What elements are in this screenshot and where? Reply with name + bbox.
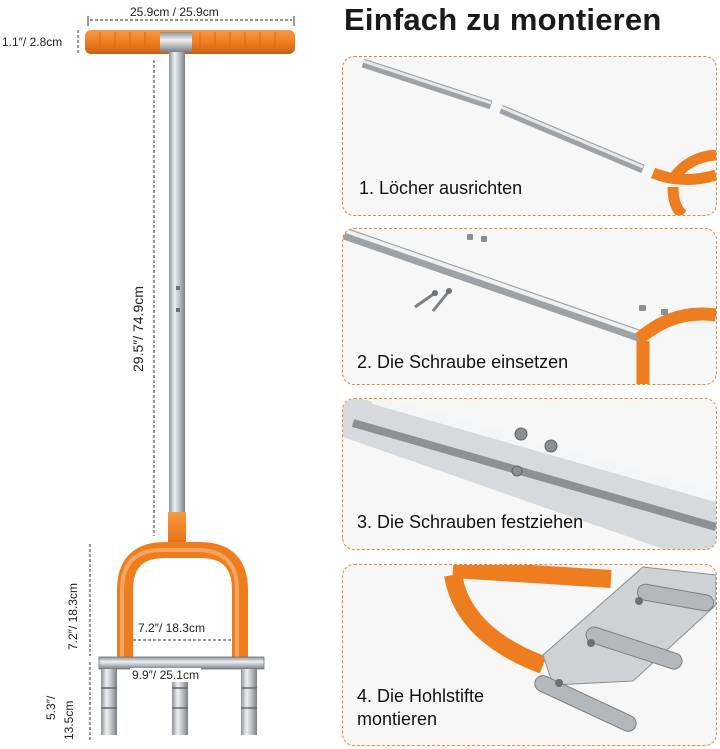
- step-panel-3: 3. Die Schrauben festziehen: [342, 398, 717, 550]
- frame-height-label: 7.2″/ 18.3cm: [66, 583, 80, 650]
- step-panel-4: 4. Die Hohlstifte montieren: [342, 564, 717, 746]
- step-3-illustration-icon: [343, 399, 716, 549]
- product-illustration: 25.9cm / 25.9cm 1.1″/ 2.8cm 29.5″/ 74.9c…: [0, 0, 335, 749]
- step-1-illustration-icon: [361, 58, 716, 215]
- base-width-label: 9.9″/ 25.1cm: [130, 668, 201, 682]
- tine-length-in-label: 5.3″/: [44, 695, 58, 720]
- page-title: Einfach zu montieren: [344, 2, 662, 37]
- aerator-tool-icon: [77, 16, 295, 740]
- step-2-label: 2. Die Schraube einsetzen: [357, 352, 569, 372]
- step-panel-1: 1. Löcher ausrichten: [342, 56, 717, 216]
- nut-icon: [467, 234, 668, 315]
- shaft-length-label: 29.5″/ 74.9cm: [130, 286, 146, 372]
- handle-width-label: 25.9cm / 25.9cm: [130, 5, 219, 19]
- grip-diameter-label: 1.1″/ 2.8cm: [2, 35, 63, 49]
- inner-width-label: 7.2″/ 18.3cm: [138, 621, 205, 635]
- step-panel-2: 2. Die Schraube einsetzen: [342, 228, 717, 385]
- step-1-label: 1. Löcher ausrichten: [359, 178, 523, 198]
- step-4-illustration-icon: [444, 565, 716, 732]
- step-3-label: 3. Die Schrauben festziehen: [357, 512, 584, 532]
- tine-length-cm-label: 13.5cm: [62, 700, 76, 740]
- step-2-illustration-icon: [343, 229, 716, 384]
- step-4-label: 4. Die Hohlstifte montieren: [357, 686, 485, 729]
- bolt-icon: [414, 288, 452, 312]
